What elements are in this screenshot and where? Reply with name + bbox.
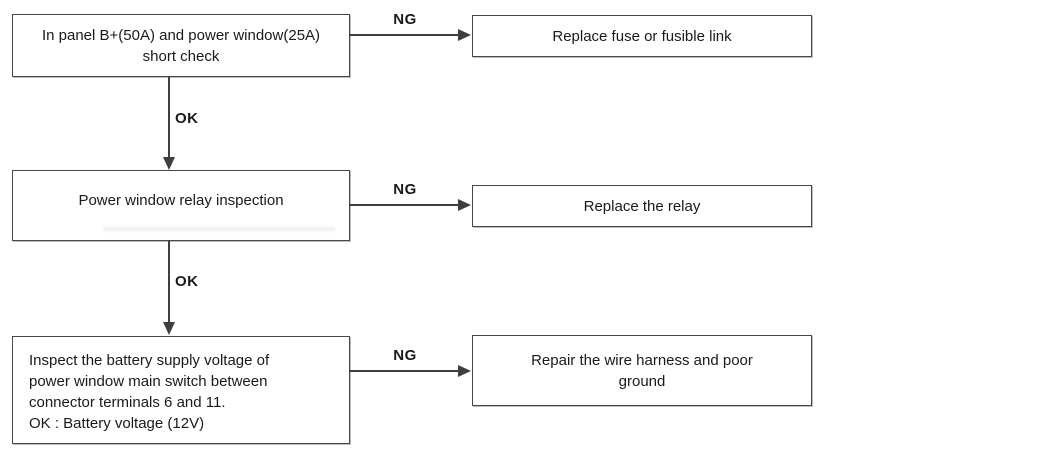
step-text-line: Inspect the battery supply voltage of xyxy=(29,352,270,369)
edge-line xyxy=(350,370,460,372)
arrowhead-right-icon xyxy=(458,199,471,211)
edge-label-ng: NG xyxy=(393,347,417,364)
arrowhead-right-icon xyxy=(458,365,471,377)
edge-line xyxy=(168,77,170,159)
step-box-short-check: In panel B+(50A) and power window(25A) s… xyxy=(12,14,350,77)
edge-label-ng: NG xyxy=(393,11,417,28)
step-text-line: OK : Battery voltage (12V) xyxy=(29,415,205,432)
action-box-repair-harness: Repair the wire harness and poor ground xyxy=(472,335,812,406)
edge-label-ok: OK xyxy=(175,110,199,127)
action-text-line: Replace fuse or fusible link xyxy=(552,27,732,45)
action-text-line: ground xyxy=(618,372,666,390)
arrowhead-right-icon xyxy=(458,29,471,41)
scan-ghost-artifact xyxy=(103,227,335,231)
action-text-line: Repair the wire harness and poor xyxy=(531,351,753,369)
edge-line xyxy=(350,34,460,36)
edge-label-ok: OK xyxy=(175,273,199,290)
step-text-line: power window main switch between xyxy=(29,373,268,390)
action-box-replace-relay: Replace the relay xyxy=(472,185,812,227)
step-box-battery-voltage-check: Inspect the battery supply voltage of po… xyxy=(12,336,350,444)
step-text-line: In panel B+(50A) and power window(25A) xyxy=(41,26,321,44)
step-text-line: short check xyxy=(142,47,220,65)
arrowhead-down-icon xyxy=(163,322,175,335)
action-text-line: Replace the relay xyxy=(583,197,701,215)
edge-line xyxy=(350,204,460,206)
edge-label-ng: NG xyxy=(393,181,417,198)
edge-line xyxy=(168,241,170,323)
step-text-line: Power window relay inspection xyxy=(78,192,284,209)
step-text-line: connector terminals 6 and 11. xyxy=(29,394,226,411)
action-box-replace-fuse: Replace fuse or fusible link xyxy=(472,15,812,57)
step-box-relay-inspection: Power window relay inspection xyxy=(12,170,350,241)
arrowhead-down-icon xyxy=(163,157,175,170)
